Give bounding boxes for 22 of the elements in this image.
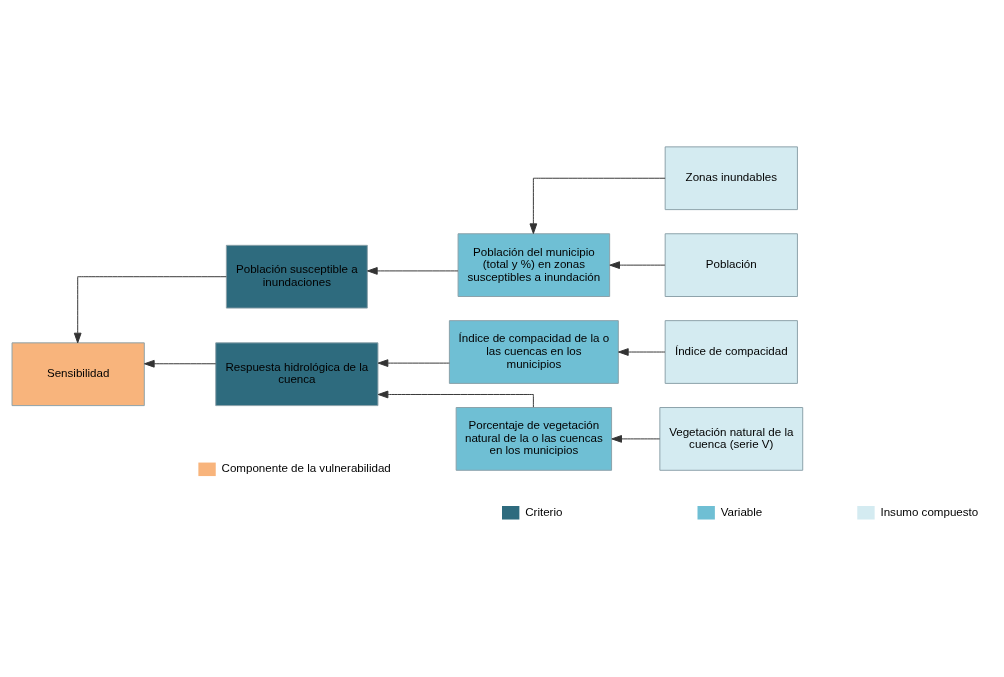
arrow — [367, 267, 459, 275]
node-box: Zonas inundables — [664, 146, 798, 211]
node-box: Sensibilidad — [11, 342, 145, 407]
arrow — [529, 177, 666, 234]
node-box: Porcentaje de vegetación natural de la o las cuencas en los municipios — [455, 407, 613, 471]
legend-label: Componente de la vulnerabilidad — [221, 462, 391, 475]
node-box: Índice de compacidad de la o las cuencas en los municipios — [448, 320, 619, 384]
arrow — [73, 276, 227, 344]
node-box: Respuesta hidrológica de la cuenca — [215, 342, 379, 407]
arrow — [144, 359, 217, 368]
node-box: Población del municipio (total y %) en zonas susceptibles a inundación — [457, 233, 611, 297]
legend-label: Criterio — [525, 505, 563, 518]
arrow — [609, 261, 666, 269]
arrow — [611, 435, 661, 443]
node-box: Índice de compacidad — [664, 320, 798, 384]
legend-label: Insumo compuesto — [880, 505, 979, 518]
node-box: Población — [664, 233, 798, 297]
legend-label: Variable — [720, 505, 763, 518]
node-box: Vegetación natural de la cuenca (serie V) — [659, 407, 804, 471]
arrow — [618, 348, 666, 356]
arrow — [377, 359, 450, 367]
node-box: Población susceptible a inundaciones — [225, 244, 368, 309]
